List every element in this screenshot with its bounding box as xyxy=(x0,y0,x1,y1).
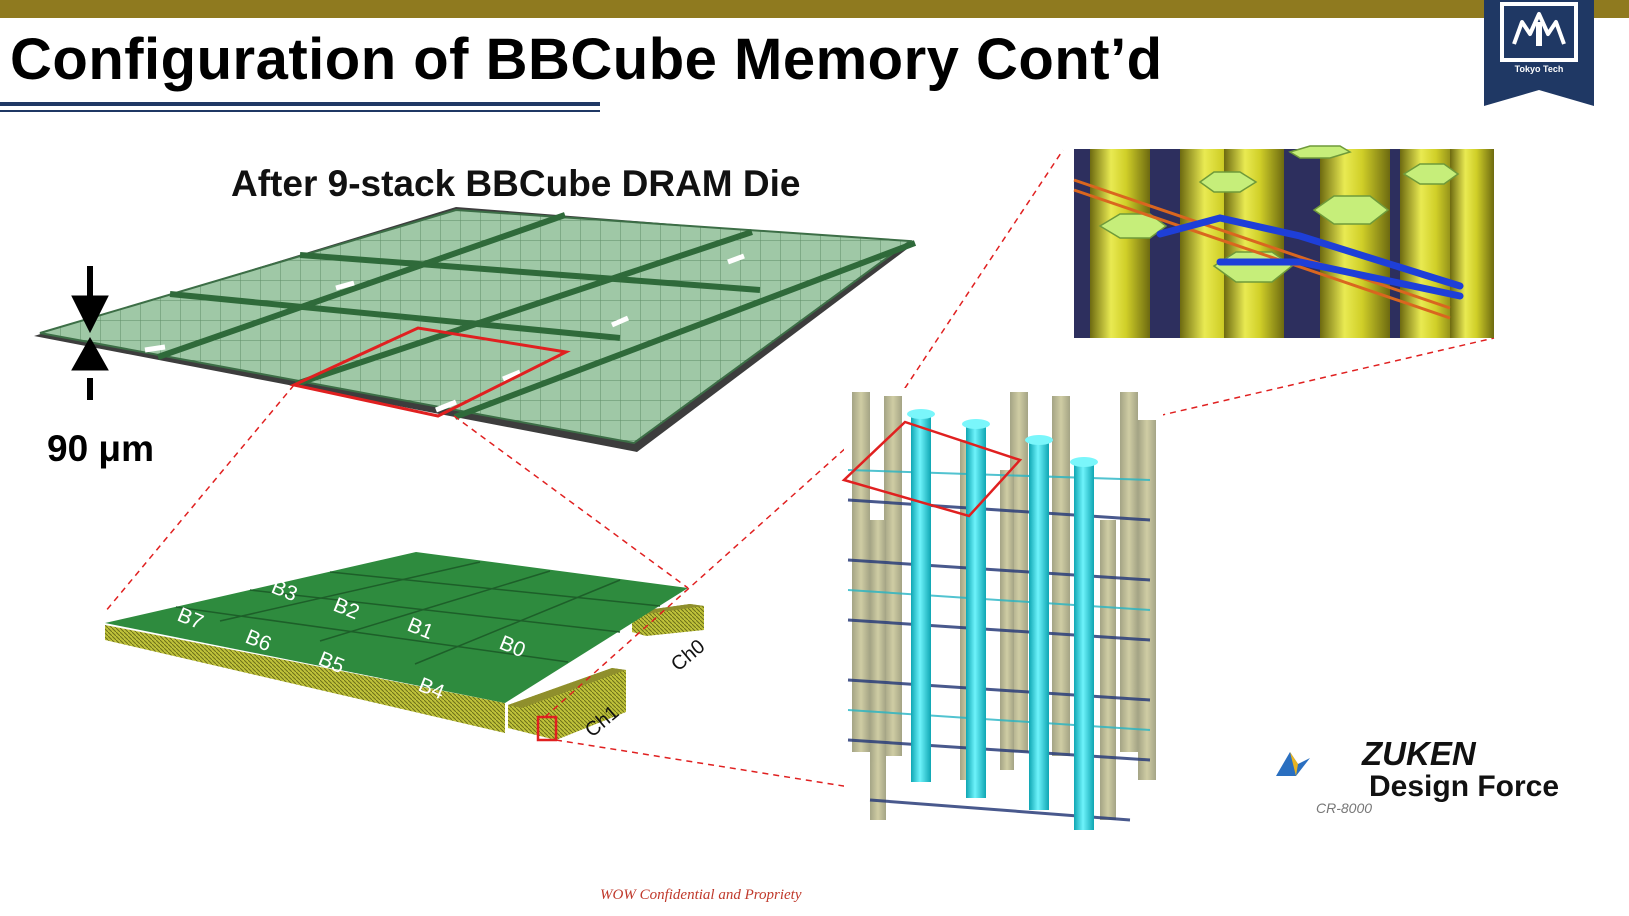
confidential-footer: WOW Confidential and Propriety xyxy=(600,887,802,903)
wafer-heading: After 9-stack BBCube DRAM Die xyxy=(231,163,801,204)
design-force-arrow-icon xyxy=(1276,752,1310,776)
logo-label: Tokyo Tech xyxy=(1514,64,1564,74)
slide-title: Configuration of BBCube Memory Cont’d xyxy=(10,27,1163,92)
channel-label-ch0: Ch0 xyxy=(667,635,709,675)
title-underline-thin xyxy=(0,110,600,112)
title-underline xyxy=(0,102,600,106)
design-force-label: Design Force xyxy=(1369,770,1560,803)
via-column-render xyxy=(841,388,1163,844)
top-accent-bar xyxy=(0,0,1629,18)
wafer-stack-illustration xyxy=(34,207,917,452)
tokyo-tech-logo xyxy=(1484,0,1594,106)
thickness-label: 90 μm xyxy=(47,428,154,469)
cr8000-label: CR-8000 xyxy=(1316,800,1373,816)
tsv-closeup-render xyxy=(1073,145,1494,338)
zuken-logo: ZUKEN xyxy=(1362,735,1476,772)
